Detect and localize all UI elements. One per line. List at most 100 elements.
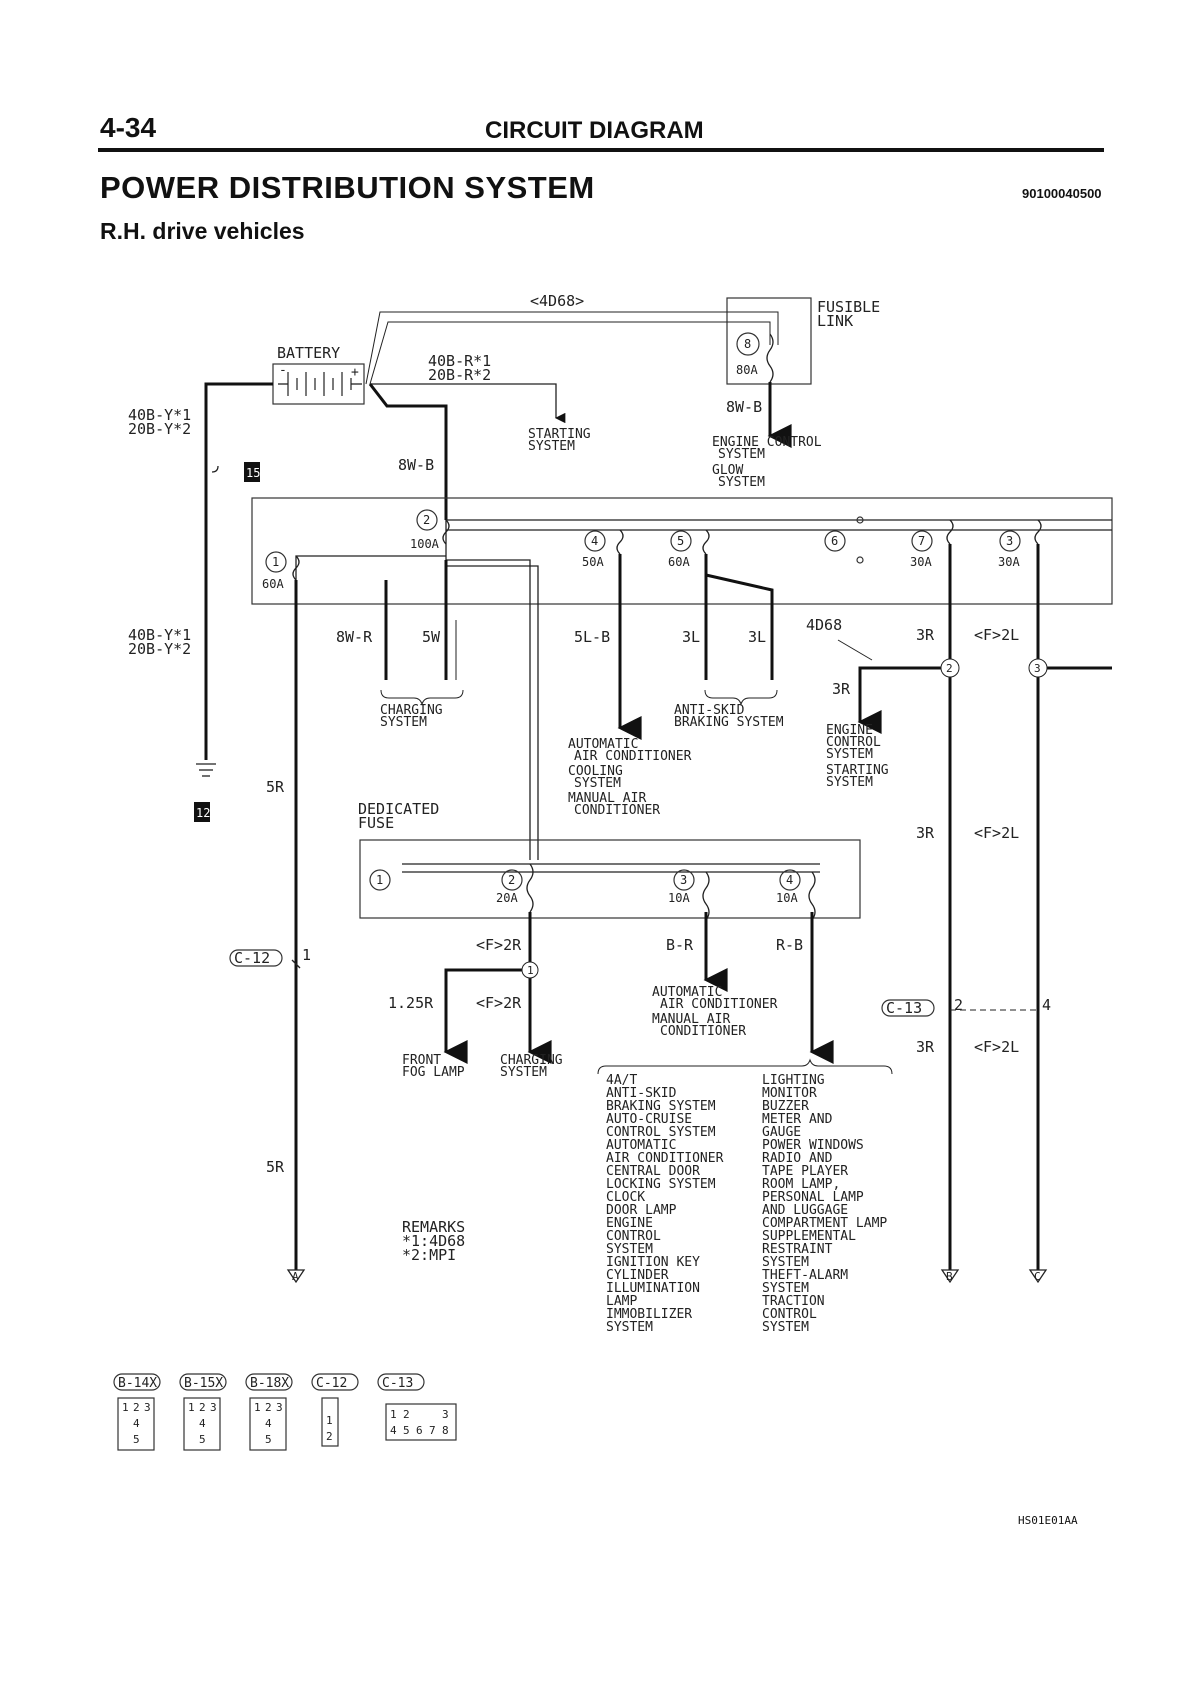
engine-load-3: SYSTEM (826, 747, 873, 762)
fuse4-load-2: AIR CONDITIONER (574, 749, 692, 764)
load-right-item-2: BUZZER (762, 1099, 809, 1114)
connector-pin: 7 (429, 1424, 436, 1437)
load-right-item-10: AND LUGGAGE (762, 1203, 848, 1218)
load-left-item-4: CONTROL SYSTEM (606, 1125, 716, 1140)
connector-pin: 5 (403, 1424, 410, 1437)
connector-c12-pin: 1 (302, 946, 311, 964)
fusible-link-label-2: LINK (817, 312, 853, 330)
remarks-3: *2:MPI (402, 1246, 456, 1264)
load-right-item-18: CONTROL (762, 1307, 817, 1322)
wire-3r-a: 3R (916, 626, 935, 644)
page-subtitle: R.H. drive vehicles (100, 218, 305, 244)
load-right-item-12: SUPPLEMENTAL (762, 1229, 856, 1244)
fuse4-load-6: CONDITIONER (574, 803, 660, 818)
fl-2-no: 2 (423, 513, 430, 527)
fusible-link-8-circle (736, 332, 760, 356)
junction-3: 3 (1034, 662, 1041, 675)
load-right-item-17: TRACTION (762, 1294, 825, 1309)
connector-pin: 6 (416, 1424, 423, 1437)
load-left-item-3: AUTO-CRUISE (606, 1112, 692, 1127)
load-right-item-0: LIGHTING (762, 1073, 825, 1088)
charging-system-2: SYSTEM (380, 715, 427, 730)
document-code: 90100040500 (1022, 186, 1102, 201)
fl-8-no: 8 (744, 337, 751, 351)
battery-wire-1: 40B-R*1 (428, 352, 491, 370)
left-wire-top-1: 40B-Y*1 (128, 406, 191, 424)
load-right-item-9: PERSONAL LAMP (762, 1190, 864, 1205)
main-wire-label: 8W-B (398, 456, 434, 474)
terminal-a: A (292, 1270, 299, 1283)
load-left-item-15: CYLINDER (606, 1268, 669, 1283)
connector-pin: 3 (144, 1401, 151, 1414)
engine-load-1: ENGINE (826, 723, 873, 738)
ac-load-3: MANUAL AIR (652, 1012, 730, 1027)
fl8-load-4: SYSTEM (718, 475, 765, 490)
connector-pin: 4 (199, 1417, 206, 1430)
load-right-item-14: SYSTEM (762, 1255, 809, 1270)
df-3-rating: 10A (668, 891, 690, 905)
dedicated-fuse-2: FUSE (358, 814, 394, 832)
load-right-item-16: SYSTEM (762, 1281, 809, 1296)
front-fog-1: FRONT (402, 1053, 441, 1068)
remarks-1: REMARKS (402, 1218, 465, 1236)
load-right-item-6: RADIO AND (762, 1151, 833, 1166)
connector-c12-label: C-12 (234, 949, 270, 967)
load-left-item-13: SYSTEM (606, 1242, 653, 1257)
connector-pin: 3 (276, 1401, 283, 1414)
fl-3-no: 3 (1006, 534, 1013, 548)
remarks-2: *1:4D68 (402, 1232, 465, 1250)
load-left-item-1: ANTI-SKID (606, 1086, 677, 1101)
connector-pin: 3 (442, 1408, 449, 1421)
df-2-no: 2 (508, 873, 515, 887)
fl-8-rating: 80A (736, 363, 758, 377)
connector-pin: 1 (188, 1401, 195, 1414)
load-left-item-5: AUTOMATIC (606, 1138, 676, 1153)
connector-pin: 5 (265, 1433, 272, 1446)
svg-text:-: - (279, 363, 287, 378)
fl-1-rating: 60A (262, 577, 284, 591)
junction-1: 1 (527, 964, 534, 977)
connector-b18x-label: B-18X (250, 1376, 289, 1391)
load-left-item-12: CONTROL (606, 1229, 661, 1244)
connector-c12-legend-label: C-12 (316, 1376, 347, 1391)
charging-system-1: CHARGING (380, 703, 443, 718)
connector-pin: 4 (390, 1424, 397, 1437)
left-wire-top-2: 20B-Y*2 (128, 420, 191, 438)
load-left-item-8: LOCKING SYSTEM (606, 1177, 716, 1192)
load-left-item-16: ILLUMINATION (606, 1281, 700, 1296)
ac-load-2: AIR CONDITIONER (660, 997, 778, 1012)
load-right-item-7: TAPE PLAYER (762, 1164, 848, 1179)
connector-body-0 (117, 1397, 155, 1451)
connector-b15x-label: B-15X (184, 1376, 223, 1391)
load-left-item-11: ENGINE (606, 1216, 653, 1231)
junction-2: 2 (946, 662, 953, 675)
engine-4d68-mid: 4D68 (806, 616, 842, 634)
dedicated-fuse-1: DEDICATED (358, 800, 439, 818)
df-1-no: 1 (376, 873, 383, 887)
fl-7-no: 7 (918, 534, 925, 548)
wire-5lb: 5L-B (574, 628, 610, 646)
starting-system-2: SYSTEM (528, 439, 575, 454)
wire-3r-c: 3R (916, 824, 935, 842)
ref-15: 15 (246, 466, 260, 480)
fl-6-no: 6 (831, 534, 838, 548)
fl-4-no: 4 (591, 534, 598, 548)
fusible-link-label-1: FUSIBLE (817, 298, 880, 316)
connector-pin: 5 (133, 1433, 140, 1446)
charging-system2-2: SYSTEM (500, 1065, 547, 1080)
wire-5r-a: 5R (266, 778, 285, 796)
svg-text:+: + (351, 365, 359, 380)
wire-3r-d: 3R (916, 1038, 935, 1056)
fl-3-rating: 30A (998, 555, 1020, 569)
load-right-item-4: GAUGE (762, 1125, 801, 1140)
fl-7-rating: 30A (910, 555, 932, 569)
fuse4-load-1: AUTOMATIC (568, 737, 638, 752)
antiskid-2: BRAKING SYSTEM (674, 715, 784, 730)
fl8-load-3: GLOW (712, 463, 743, 478)
page-number: 4-34 (100, 112, 157, 143)
load-right-item-19: SYSTEM (762, 1320, 809, 1335)
connector-pin: 1 (122, 1401, 129, 1414)
wire-3r-b: 3R (832, 680, 851, 698)
front-fog-2: FOG LAMP (402, 1065, 465, 1080)
